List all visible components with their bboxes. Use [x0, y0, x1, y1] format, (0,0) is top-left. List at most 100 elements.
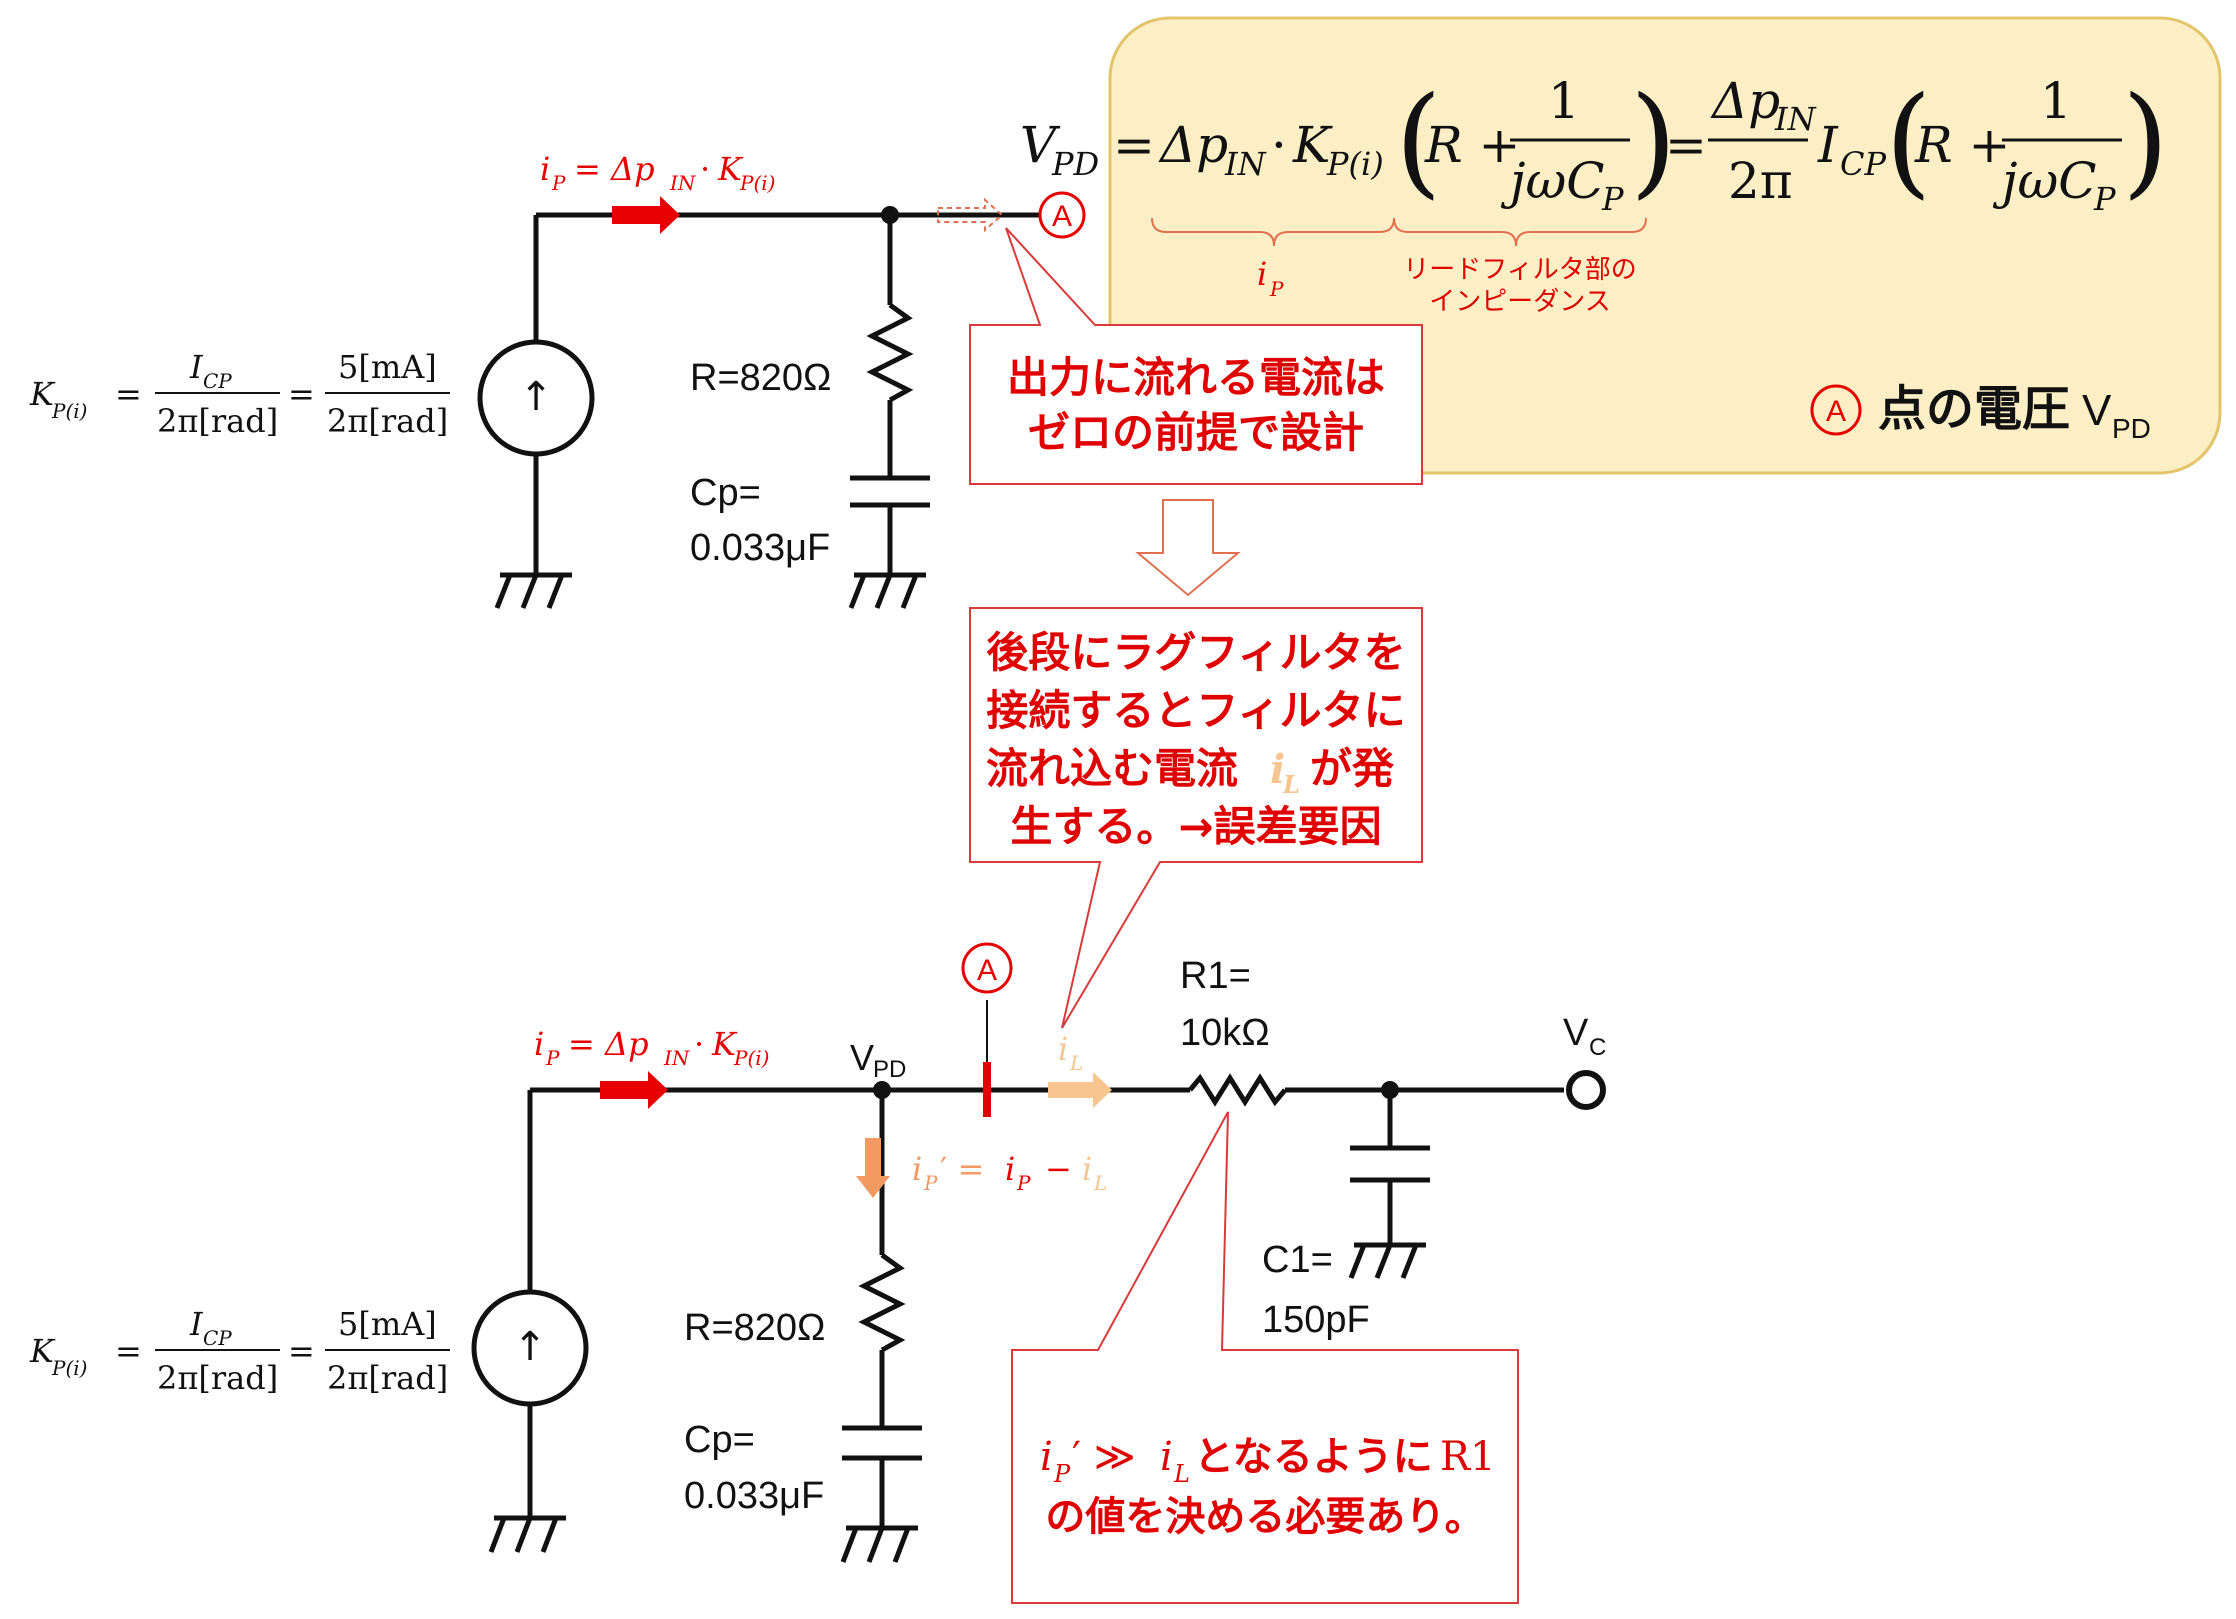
cb-ip: i: [1040, 1434, 1053, 1480]
panel-caption: A 点の電圧 V PD: [1810, 381, 2151, 444]
svg-text:2π[rad]: 2π[rad]: [327, 1359, 448, 1397]
b-resistor-label: R=820Ω: [684, 1307, 825, 1349]
svg-text:i: i: [1082, 1150, 1092, 1188]
svg-text:K: K: [711, 1025, 738, 1063]
vc-label: V: [1563, 1012, 1589, 1054]
formula-frac1-num: 1: [1548, 72, 1580, 130]
formula-frac1-den: jωC: [1500, 152, 1605, 210]
brace-impedance: [1393, 217, 1647, 247]
top-current-label: i P = Δp IN · K P(i): [540, 150, 775, 195]
formula-lhs-sub: PD: [1051, 145, 1099, 183]
callout-mid-il-sub: L: [1282, 770, 1300, 799]
cb-ip-sub: P: [1053, 1460, 1071, 1488]
callout-mid-line3a: 流れ込む電流: [986, 744, 1238, 793]
bottom-circuit: [471, 1073, 1564, 1563]
dashed-arrow: [937, 197, 1004, 233]
resistor-r: [866, 302, 914, 403]
svg-text:i: i: [540, 150, 550, 188]
vc-terminal: [1566, 1070, 1606, 1110]
formula-dot: ·: [1271, 116, 1287, 174]
r1-label-1: R1=: [1180, 955, 1251, 997]
svg-text:CP: CP: [203, 1326, 232, 1350]
cb-il-sub: L: [1173, 1460, 1190, 1488]
callout-top-line2: ゼロの前提で設計: [1028, 408, 1364, 457]
node-marker-circle: [1810, 384, 1862, 436]
formula-k: K: [1292, 116, 1333, 174]
b-current-arrow: [600, 1071, 668, 1109]
svg-text:2π[rad]: 2π[rad]: [157, 402, 278, 440]
b-node-dot-vpd: [873, 1081, 891, 1099]
b-resistor-r: [858, 1252, 906, 1353]
svg-text:P: P: [545, 1046, 560, 1070]
formula-paren2-r: R +: [1914, 116, 2010, 174]
underbraces: [1151, 217, 1647, 247]
brace-ip-sub: P: [1269, 277, 1284, 301]
il-label-sub: L: [1069, 1051, 1083, 1075]
svg-text:IN: IN: [669, 171, 697, 195]
svg-text:P: P: [1016, 1171, 1031, 1195]
top-cap-label-2: 0.033μF: [690, 527, 830, 569]
svg-text:5[mA]: 5[mA]: [338, 348, 437, 386]
svg-text:i: i: [1005, 1150, 1015, 1188]
svg-text:K: K: [29, 375, 56, 413]
node-marker-label: A: [1826, 395, 1846, 428]
brace-impedance-label-1: リードフィルタ部の: [1403, 255, 1636, 285]
formula-icp-sub: CP: [1840, 145, 1886, 183]
svg-text:A: A: [1052, 200, 1072, 233]
svg-text:·: ·: [700, 150, 710, 188]
b-cap-label-2: 0.033μF: [684, 1475, 824, 1517]
svg-text:−: −: [1045, 1150, 1072, 1188]
formula-lhs: V: [1020, 116, 1061, 174]
il-arrow: [1048, 1072, 1112, 1108]
callout-mid-line3b: が発: [1310, 744, 1395, 793]
svg-text:=: =: [115, 375, 142, 413]
formula-eq2: =: [1665, 116, 1707, 174]
brace-ip-label: i: [1257, 255, 1267, 293]
svg-text:= Δp: = Δp: [568, 1025, 649, 1063]
ip-prime-arrow: [856, 1138, 890, 1198]
svg-text:L: L: [1093, 1171, 1107, 1195]
formula-frac3-den: jωC: [1992, 152, 2097, 210]
svg-text:2π[rad]: 2π[rad]: [157, 1359, 278, 1397]
b-kp-formula: K P(i) = I CP 2π[rad] = 5[mA] 2π[rad]: [29, 1305, 450, 1397]
svg-text:2π[rad]: 2π[rad]: [327, 402, 448, 440]
svg-text:A: A: [977, 954, 997, 987]
formula-frac1-den-sub: P: [1601, 180, 1624, 218]
b-current-label: i P = Δp IN · K P(i): [534, 1025, 769, 1070]
cut-marker: [983, 1062, 991, 1117]
cb-line2: の値を決める必要あり。: [1045, 1494, 1484, 1540]
callout-top-line1: 出力に流れる電流は: [1007, 353, 1385, 402]
svg-text:K: K: [717, 150, 744, 188]
cb-rel: ′ ≫: [1072, 1434, 1136, 1480]
formula-frac2-num-sub: IN: [1774, 100, 1817, 138]
caption-text: 点の電圧: [1878, 381, 2070, 437]
svg-text:I: I: [189, 1305, 204, 1343]
b-node-dot-c1: [1381, 1081, 1399, 1099]
formula-frac3-num: 1: [2040, 72, 2072, 130]
svg-text:=: =: [288, 375, 315, 413]
cb-r1: R1: [1440, 1434, 1496, 1480]
cb-il: i: [1160, 1434, 1173, 1480]
paren-open-1: (: [1395, 72, 1442, 211]
callout-mid: 後段にラグフィルタを 接続するとフィルタに 流れ込む電流 i L が発 生する。…: [969, 607, 1423, 1029]
callout-mid-il: i: [1270, 746, 1285, 793]
c1-label-1: C1=: [1262, 1239, 1333, 1281]
formula-frac2-num: Δp: [1710, 72, 1780, 130]
svg-text:IN: IN: [663, 1046, 691, 1070]
formula-paren1-r: R +: [1424, 116, 1520, 174]
svg-text:·: ·: [694, 1025, 704, 1063]
b-node-a: A: [961, 942, 1013, 994]
current-arrow-top: [612, 196, 680, 234]
r1-label-2: 10kΩ: [1180, 1012, 1270, 1054]
vpd-formula: V PD = Δp IN · K P(i) ( R + 1 jωC P ) = …: [1020, 72, 2169, 218]
formula-frac2-den: 2π: [1728, 152, 1793, 210]
svg-text:I: I: [189, 348, 204, 386]
il-label: i: [1058, 1030, 1068, 1068]
top-node-dot: [881, 206, 899, 224]
cb-line1-text: となるように: [1194, 1434, 1433, 1480]
svg-text:P: P: [923, 1171, 938, 1195]
svg-text:CP: CP: [203, 369, 232, 393]
svg-text:P(i): P(i): [733, 1046, 769, 1070]
brace-labels: i P リードフィルタ部の インピーダンス: [1257, 255, 1637, 317]
formula-k-sub: P(i): [1326, 145, 1384, 183]
